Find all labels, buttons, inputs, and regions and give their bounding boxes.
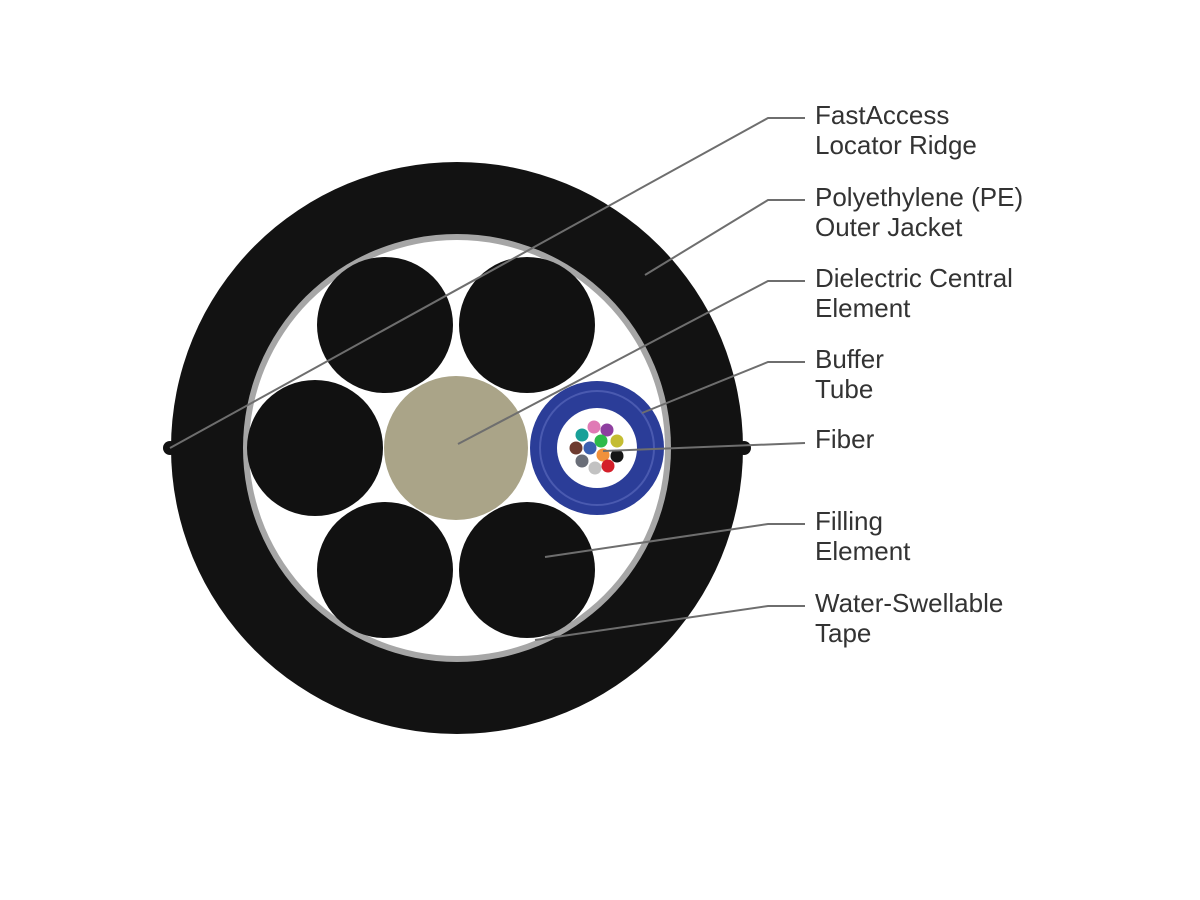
dielectric-central-element — [384, 376, 528, 520]
buffer-tube-inner — [557, 408, 637, 488]
label-water-swellable-tape: Water-Swellable Tape — [815, 588, 1011, 648]
filling-element-top-left — [317, 257, 453, 393]
leader-line-water-swellable-tape — [534, 605, 805, 641]
filling-element-left — [247, 380, 383, 516]
label-buffer-tube: Buffer Tube — [815, 344, 891, 404]
label-central-element: Dielectric Central Element — [815, 263, 1020, 323]
leader-line-buffer-tube — [641, 361, 805, 414]
leader-line-central-element — [457, 280, 805, 445]
fiber-3 — [575, 428, 589, 442]
filling-element-bottom-right — [459, 502, 595, 638]
locator-ridge-right — [737, 441, 751, 455]
leader-lines — [169, 117, 806, 641]
label-filling-element: Filling Element — [815, 506, 911, 566]
fiber-6 — [569, 441, 583, 455]
fiber-7 — [583, 441, 597, 455]
labels: FastAccess Locator Ridge Polyethylene (P… — [815, 100, 1030, 648]
fiber-4 — [594, 434, 608, 448]
fiber-12 — [601, 459, 615, 473]
leader-line-filling-element — [544, 523, 805, 558]
fiber-11 — [588, 461, 602, 475]
leader-line-locator-ridge — [169, 117, 805, 449]
fiber-2 — [600, 423, 614, 437]
fiber-9 — [610, 449, 624, 463]
filling-element-top-right — [459, 257, 595, 393]
label-fiber: Fiber — [815, 424, 875, 454]
leader-line-fiber — [602, 442, 806, 452]
label-locator-ridge: FastAccess Locator Ridge — [815, 100, 977, 160]
fiber-bundle — [569, 420, 624, 475]
fiber-1 — [587, 420, 601, 434]
leader-line-outer-jacket — [644, 199, 805, 276]
fiber-5 — [610, 434, 624, 448]
fiber-10 — [575, 454, 589, 468]
label-outer-jacket: Polyethylene (PE) Outer Jacket — [815, 182, 1030, 242]
filling-element-bottom-left — [317, 502, 453, 638]
